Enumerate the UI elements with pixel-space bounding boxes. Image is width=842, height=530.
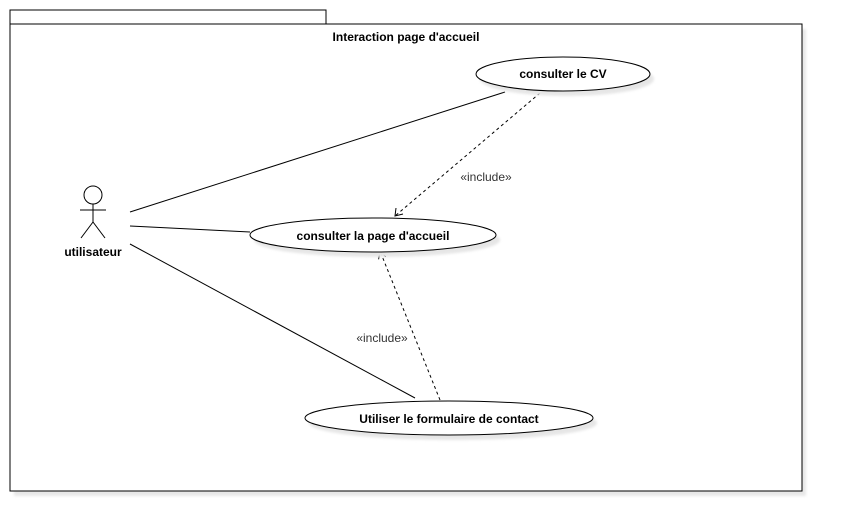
include-arrowhead-cv (394, 207, 404, 217)
use-case-cv-ellipse[interactable] (475, 56, 651, 92)
actor[interactable] (80, 185, 106, 239)
use-case-form-ellipse[interactable] (304, 400, 594, 436)
include-label-form: «include» (356, 331, 408, 345)
use-case-cv[interactable]: consulter le CV (475, 56, 654, 96)
actor-head-icon (83, 185, 103, 205)
use-case-form-label: Utiliser le formulaire de contact (359, 412, 538, 426)
use-case-home-label: consulter la page d'accueil (297, 229, 450, 243)
associations (129, 91, 506, 399)
actor-left-leg (80, 221, 94, 239)
package-title: Interaction page d'accueil (333, 30, 480, 44)
include-label-cv: «include» (460, 170, 512, 184)
use-case-home[interactable]: consulter la page d'accueil (249, 217, 500, 257)
actor-right-leg (92, 221, 106, 239)
include-line-form[interactable] (379, 250, 441, 401)
actor-label: utilisateur (64, 245, 122, 259)
association-line-home[interactable] (129, 225, 251, 233)
use-case-cv-label: consulter le CV (519, 67, 606, 81)
association-line-form[interactable] (129, 243, 416, 399)
package-tab (9, 9, 327, 25)
use-case-form[interactable]: Utiliser le formulaire de contact (304, 400, 597, 440)
association-line-cv[interactable] (129, 91, 506, 213)
include-line-cv[interactable] (394, 92, 541, 217)
use-case-home-ellipse[interactable] (249, 217, 497, 253)
